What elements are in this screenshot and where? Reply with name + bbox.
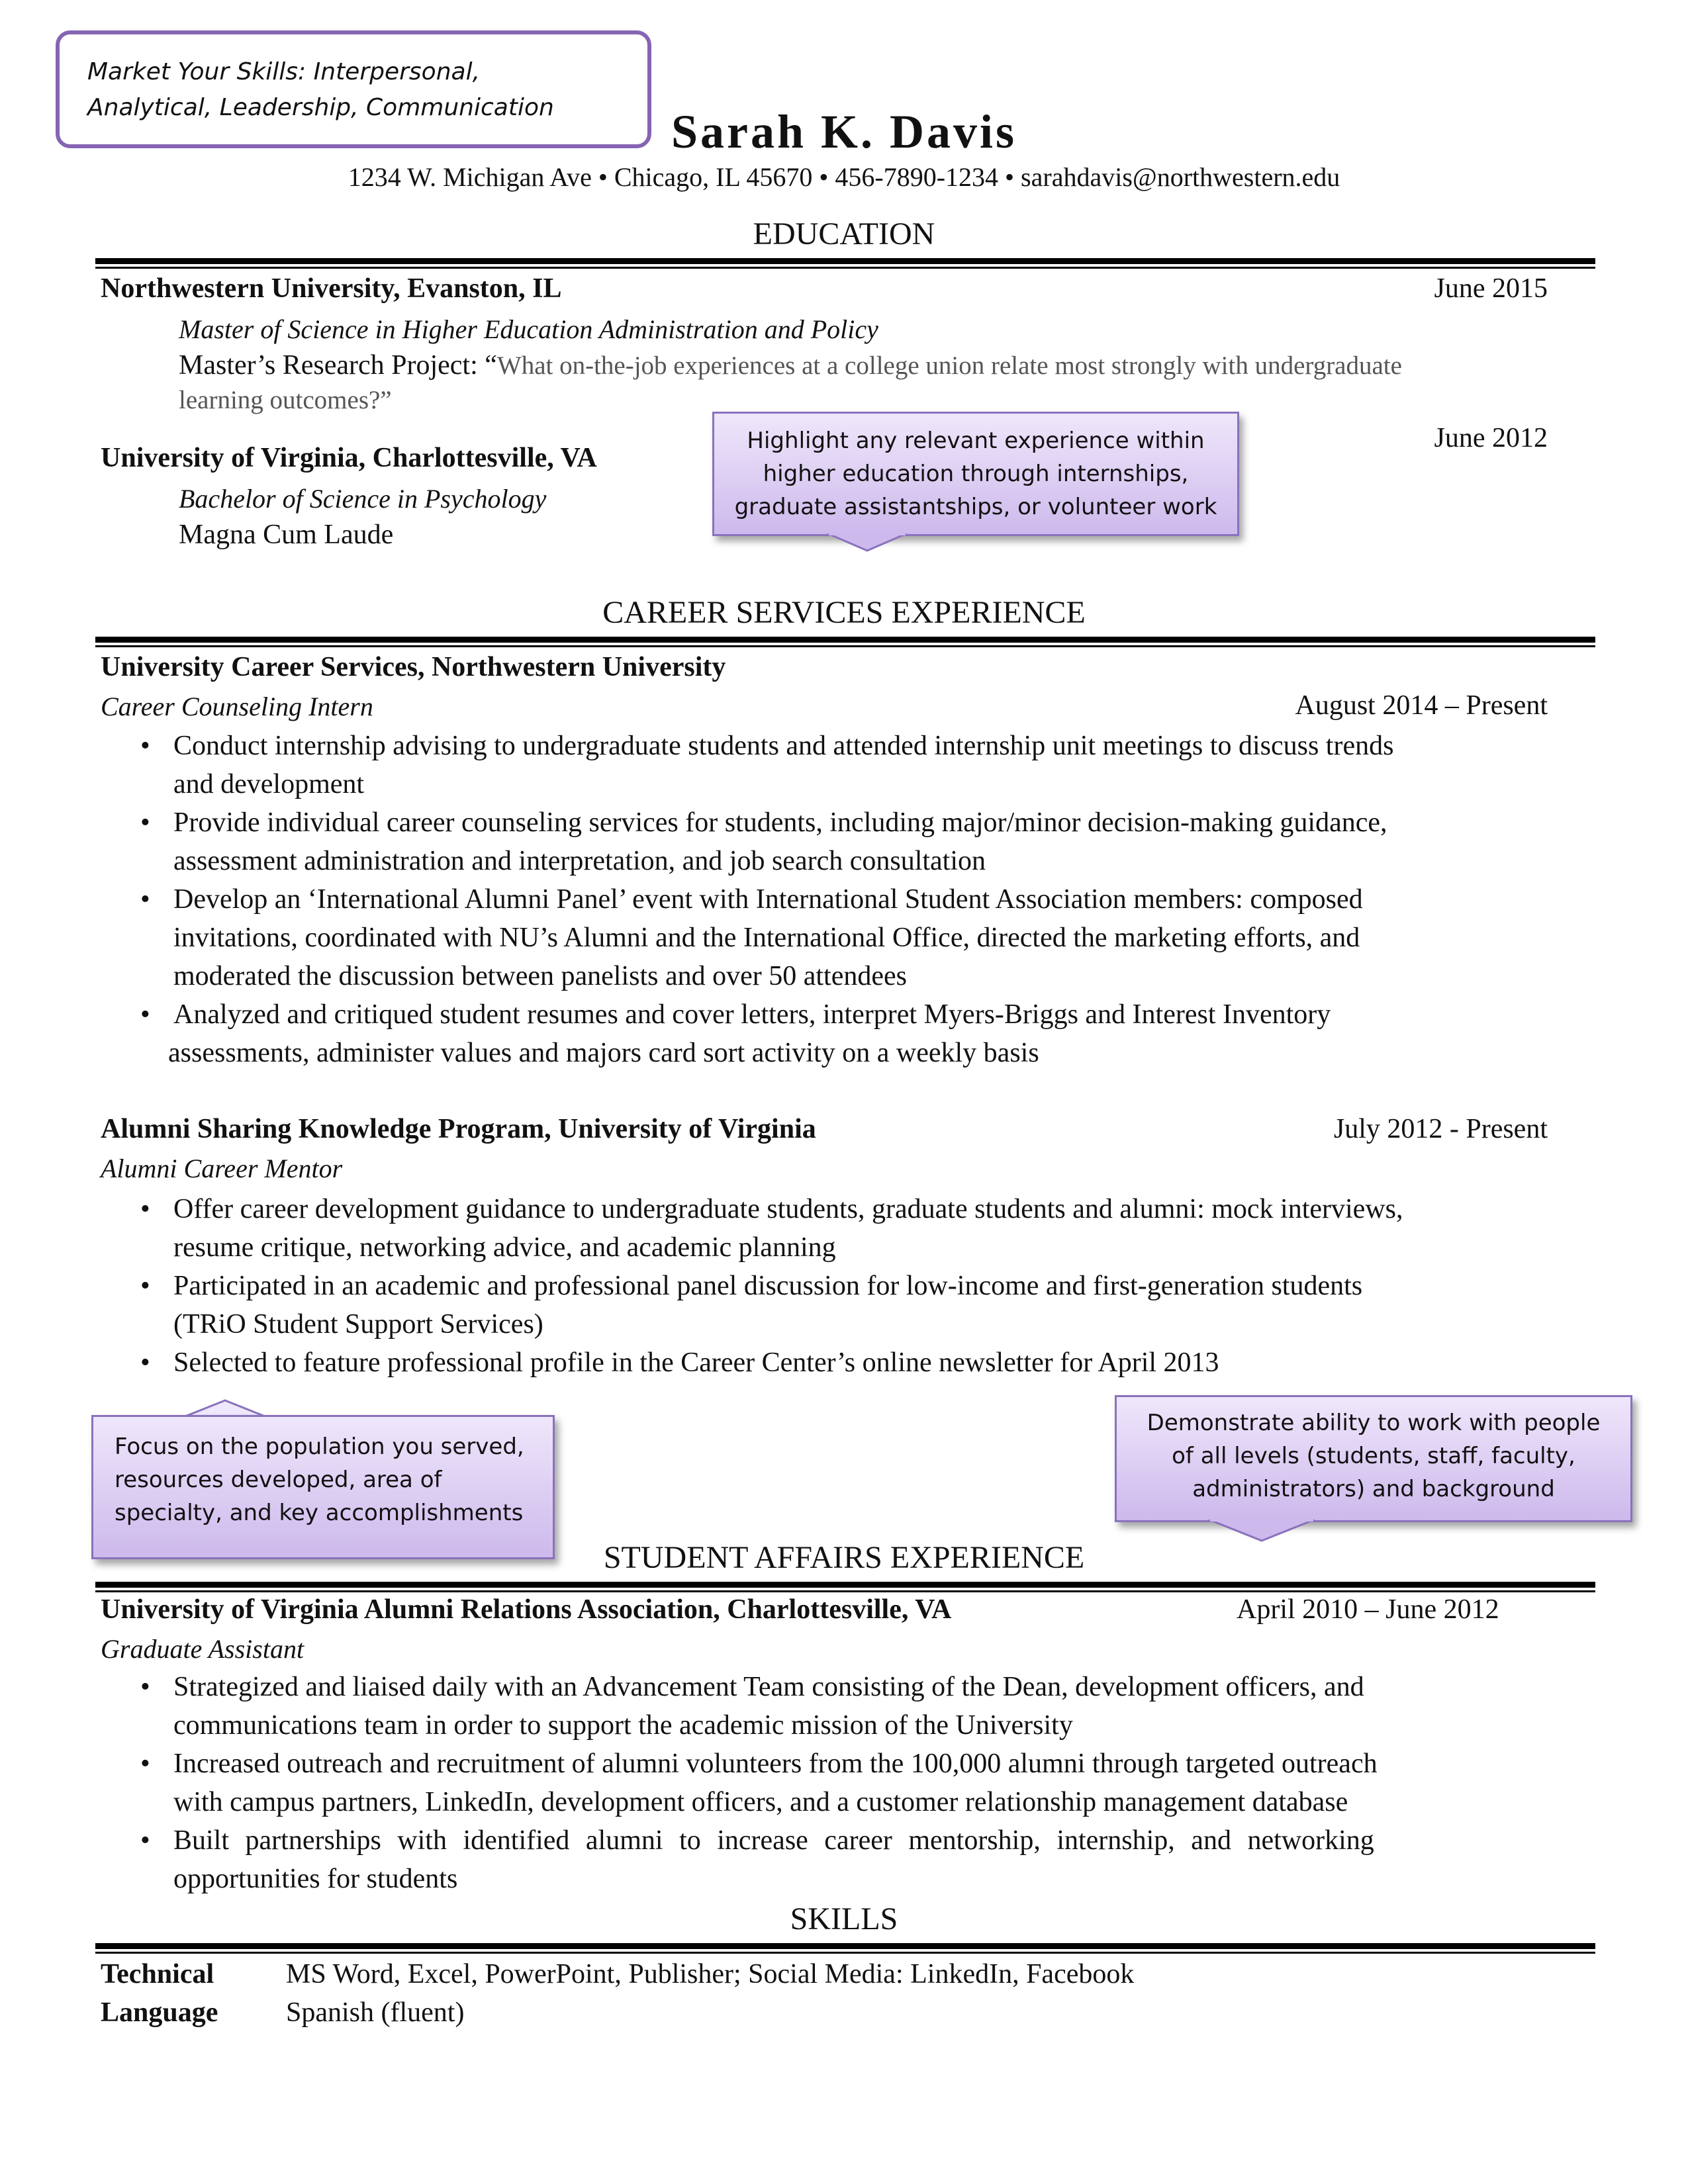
callout-line: Market Your Skills: Interpersonal, [87, 58, 481, 85]
callout-pointer-icon [1209, 1520, 1315, 1542]
callout-line: graduate assistantships, or volunteer wo… [734, 494, 1217, 520]
callout-line: Demonstrate ability to work with people [1147, 1410, 1601, 1436]
callout-line: resources developed, area of [115, 1467, 442, 1493]
research-project-text: What on-the-job experiences at a college… [496, 351, 1402, 380]
list-item: Increased outreach and recruitment of al… [140, 1745, 1597, 1821]
research-project-text-cont: learning outcomes?” [179, 386, 392, 414]
section-title-education: EDUCATION [753, 216, 935, 251]
org-career-services: University Career Services, Northwestern… [101, 652, 726, 682]
skill-value: Spanish (fluent) [286, 1997, 465, 2028]
applicant-name: Sarah K. Davis [671, 105, 1017, 158]
callout-line: Highlight any relevant experience within [747, 428, 1205, 454]
section-title-skills: SKILLS [790, 1901, 898, 1936]
bullet-list: Strategized and liaised daily with an Ad… [140, 1668, 1597, 1898]
role-career-intern: Career Counseling Intern [101, 692, 373, 721]
bullet-list: Offer career development guidance to und… [140, 1190, 1597, 1382]
bullet-list: Conduct internship advising to undergrad… [140, 727, 1597, 1072]
demonstrate-callout: Demonstrate ability to work with people … [1115, 1395, 1632, 1522]
list-item: Analyzed and critiqued student resumes a… [140, 995, 1597, 1072]
list-item: Selected to feature professional profile… [140, 1343, 1597, 1382]
callout-line: specialty, and key accomplishments [115, 1500, 524, 1526]
degree-bachelors: Bachelor of Science in Psychology [179, 484, 547, 514]
skill-label: Language [101, 1997, 218, 2028]
skills-row-language: Language Spanish (fluent) [0, 1993, 1688, 2032]
list-item: Offer career development guidance to und… [140, 1190, 1597, 1267]
list-item: Built partnerships with identified alumn… [140, 1821, 1597, 1898]
degree-masters: Master of Science in Higher Education Ad… [179, 314, 878, 344]
date-uva: June 2012 [1434, 423, 1548, 453]
section-title-student-affairs: STUDENT AFFAIRS EXPERIENCE [603, 1540, 1085, 1575]
school-uva: University of Virginia, Charlottesville,… [101, 443, 597, 473]
date-alumni-mentor: July 2012 - Present [1333, 1114, 1548, 1144]
list-item: Strategized and liaised daily with an Ad… [140, 1668, 1597, 1745]
callout-line: Analytical, Leadership, Communication [87, 94, 554, 121]
section-divider [95, 258, 1595, 269]
list-item: Conduct internship advising to undergrad… [140, 727, 1597, 803]
list-item: Participated in an academic and professi… [140, 1267, 1597, 1343]
highlight-callout: Highlight any relevant experience within… [712, 412, 1239, 536]
org-alumni-program: Alumni Sharing Knowledge Program, Univer… [101, 1114, 816, 1144]
callout-line: administrators) and background [1192, 1476, 1555, 1502]
section-divider [95, 637, 1595, 647]
list-item: Develop an ‘International Alumni Panel’ … [140, 880, 1597, 995]
role-graduate-assistant: Graduate Assistant [101, 1634, 305, 1664]
contact-line: 1234 W. Michigan Ave • Chicago, IL 45670… [348, 162, 1340, 192]
callout-line: higher education through internships, [763, 461, 1189, 487]
research-project: Master’s Research Project: “What on-the-… [179, 349, 1595, 381]
skill-value: MS Word, Excel, PowerPoint, Publisher; S… [286, 1959, 1135, 1989]
section-divider [95, 1943, 1595, 1954]
date-career-intern: August 2014 – Present [1295, 690, 1548, 721]
role-alumni-mentor: Alumni Career Mentor [101, 1154, 343, 1183]
date-graduate-assistant: April 2010 – June 2012 [1237, 1594, 1499, 1625]
skills-row-technical: Technical MS Word, Excel, PowerPoint, Pu… [0, 1955, 1688, 1993]
research-project-label: Master’s Research Project: “ [179, 350, 497, 381]
section-divider [95, 1582, 1595, 1592]
callout-pointer-icon [179, 1399, 271, 1419]
honor: Magna Cum Laude [179, 520, 394, 550]
date-northwestern: June 2015 [1434, 273, 1548, 304]
market-skills-callout: Market Your Skills: Interpersonal, Analy… [56, 30, 651, 148]
school-northwestern: Northwestern University, Evanston, IL [101, 273, 562, 304]
org-uva-alumni-relations: University of Virginia Alumni Relations … [101, 1594, 952, 1625]
focus-callout: Focus on the population you served, reso… [91, 1415, 555, 1559]
callout-line: Focus on the population you served, [115, 1433, 524, 1460]
section-title-career-services: CAREER SERVICES EXPERIENCE [602, 595, 1086, 630]
list-item: Provide individual career counseling ser… [140, 803, 1597, 880]
callout-pointer-icon [827, 533, 907, 552]
skill-label: Technical [101, 1959, 214, 1989]
callout-line: of all levels (students, staff, faculty, [1172, 1443, 1575, 1469]
